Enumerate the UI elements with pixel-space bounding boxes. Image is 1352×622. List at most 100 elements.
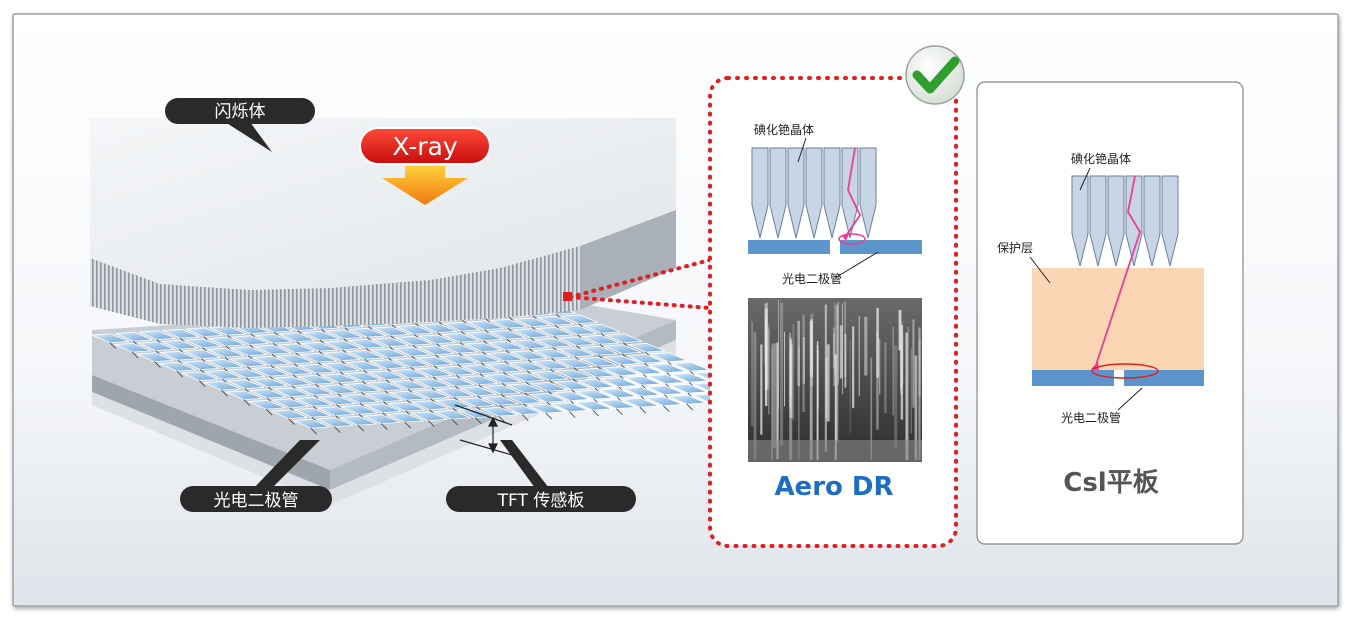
tft-base-left-side (92, 375, 330, 490)
photodiode-cell (481, 395, 519, 406)
photodiode-cell (203, 380, 241, 391)
photodiode-cell (277, 343, 315, 354)
photodiode-cell (372, 326, 410, 337)
photodiode-cell (552, 391, 590, 402)
sem-column (879, 339, 881, 395)
photodiode-cell (649, 352, 687, 363)
sem-column (839, 325, 843, 379)
photodiode-cell (600, 377, 638, 388)
aero-crystal-needle (751, 147, 769, 239)
photodiode-cell (668, 394, 706, 405)
photodiode-cell (627, 342, 665, 353)
sem-column (792, 324, 795, 421)
photodiode-cell (159, 350, 197, 361)
tft-trace (176, 370, 184, 378)
sem-column (834, 354, 837, 460)
sem-column (760, 344, 763, 435)
photodiode-cell (466, 320, 504, 331)
csi-protect-pointer (1029, 256, 1051, 284)
photodiode-cell (411, 400, 449, 411)
sem-column (834, 303, 836, 374)
photodiode-cell (533, 348, 571, 359)
sem-column (832, 327, 836, 368)
csi-protect-label: 保护层 (997, 241, 1033, 255)
photodiode-cell (365, 392, 403, 403)
csi-crystal-needle (1107, 175, 1125, 267)
tft-trace (592, 409, 600, 417)
photodiode-cell (182, 360, 220, 371)
csi-photodiode-label: 光电二极管 (1061, 410, 1121, 425)
sem-column (789, 349, 790, 409)
photodiode-cell (115, 331, 153, 342)
photodiode-label: 光电二极管 (214, 491, 299, 511)
tft-trace (243, 399, 251, 406)
photodiode-cell (464, 342, 502, 353)
photodiode-cell (319, 384, 357, 395)
photodiode-cell (486, 351, 524, 362)
photodiode-cell (390, 379, 428, 390)
photodiode-cell (553, 380, 591, 391)
photodiode-cell (349, 327, 387, 338)
photodiode-cell (418, 334, 456, 345)
photodiode-cell (554, 369, 592, 380)
csi-crystal-pointer (1079, 167, 1091, 191)
tft-trace (686, 403, 694, 411)
photodiode-cell (386, 412, 424, 423)
sem-column (771, 343, 773, 460)
csi-crystal-needle (1089, 175, 1107, 267)
csi-light-path (1094, 175, 1141, 369)
photodiode-cell (114, 342, 152, 353)
sem-column (864, 316, 868, 376)
photodiode-cell (292, 418, 330, 429)
photodiode-cell (440, 343, 478, 354)
photodiode-cell (459, 386, 497, 397)
photodiode-cell (276, 354, 314, 365)
sem-column (826, 344, 830, 422)
photodiode-cell (347, 338, 385, 349)
scintillator-fiber-face (90, 246, 580, 328)
photodiode-cell (370, 348, 408, 359)
sem-column (802, 336, 805, 384)
photodiode-cell (465, 331, 503, 342)
aero-crystal-label: 碘化铯晶体 (754, 122, 814, 137)
photodiode-cell (340, 404, 378, 415)
photodiode-cell (463, 353, 501, 364)
photodiode-cell (582, 323, 620, 334)
scintillator-callout: 闪烁体 (165, 98, 315, 152)
tft-trace (404, 421, 412, 429)
photodiode-cell (535, 326, 573, 337)
sem-column (900, 324, 904, 420)
sem-column (817, 349, 819, 410)
tft-trace (475, 417, 482, 424)
csi-crystal-needle (1071, 175, 1089, 267)
xray-arrow-icon (382, 166, 468, 205)
aero-dr-panel: 碘化铯晶体 光电二极管 Aero DR (708, 45, 965, 548)
photodiode-cell (278, 332, 316, 343)
photodiode-cell (138, 330, 176, 341)
check-badge (905, 45, 965, 105)
photodiode-cell (532, 359, 570, 370)
tft-trace (616, 408, 623, 415)
photodiode-cell (136, 352, 174, 363)
photodiode-cell (371, 337, 409, 348)
photodiode-cell (534, 337, 572, 348)
photodiode-cell (339, 415, 377, 426)
photodiode-cell (162, 328, 200, 339)
photodiode-cell (574, 400, 612, 411)
csi-photodiode-right (1124, 370, 1204, 386)
photodiode-cell (669, 383, 707, 394)
photodiode-cell (560, 314, 598, 325)
photodiode-cell (414, 367, 452, 378)
photodiode-cell (342, 393, 380, 404)
csi-crystal-needle (1143, 175, 1161, 267)
photodiode-cell (251, 366, 289, 377)
photodiode-cell (602, 355, 640, 366)
scintillator-label: 闪烁体 (215, 102, 266, 122)
photodiode-cell (531, 370, 569, 381)
photodiode-cell (229, 357, 267, 368)
photodiode-cell (605, 333, 643, 344)
zoom-connector (568, 258, 712, 310)
tft-trace (639, 406, 647, 414)
